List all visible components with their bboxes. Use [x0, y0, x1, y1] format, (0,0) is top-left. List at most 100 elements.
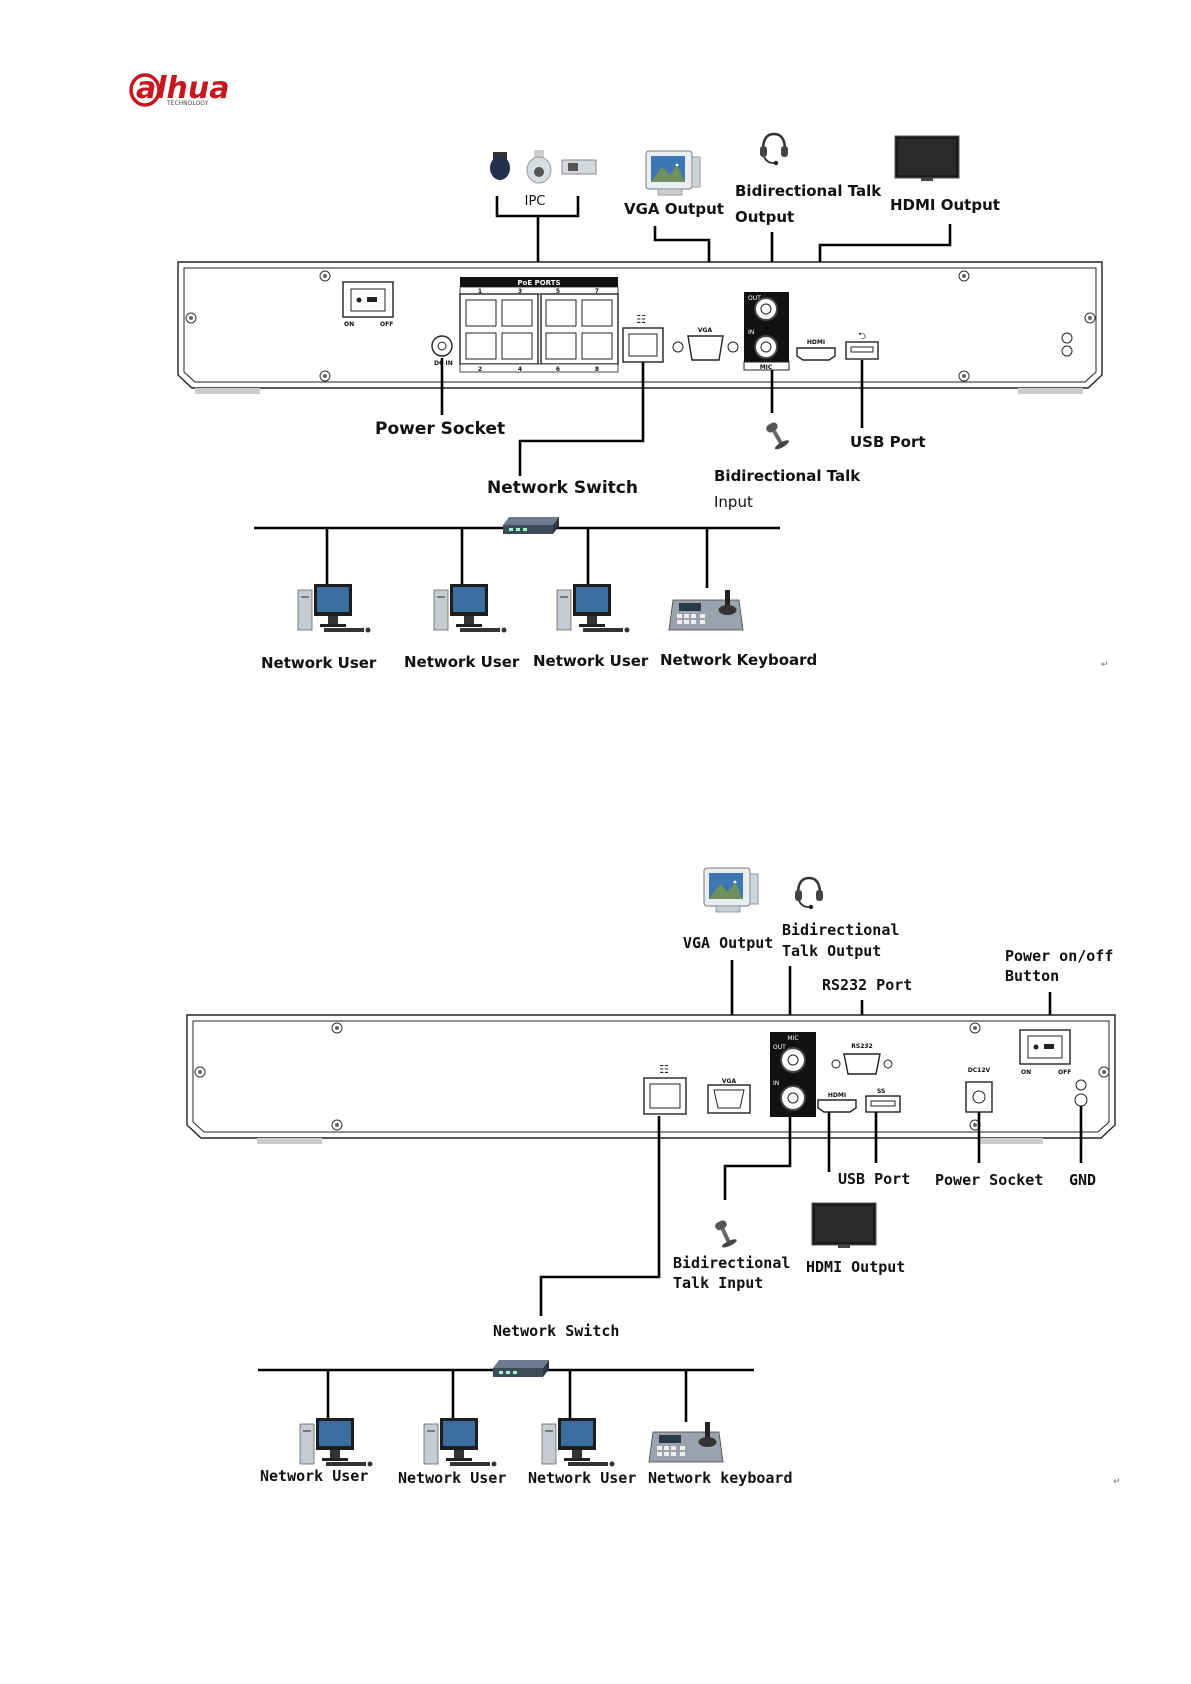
network-switch-label: Network Switch [487, 478, 638, 498]
ptz-camera-icon [526, 150, 552, 184]
vga-monitor-icon [645, 150, 701, 196]
dc12v-socket: DC12V [965, 1067, 993, 1113]
usb3-text: SS [877, 1088, 885, 1095]
audio-block: MIC OUT IN [770, 1032, 816, 1117]
port-num: 5 [556, 288, 560, 295]
port-num: 4 [518, 366, 522, 373]
ground-terminal [1061, 332, 1073, 357]
poe-ports-block: PoE PORTS 1 3 5 7 2 4 6 8 [459, 277, 619, 373]
ground-terminal [1074, 1079, 1088, 1107]
usb-port-label: USB Port [850, 433, 926, 451]
switch-on-text: ON [1021, 1069, 1031, 1076]
rs232-port: RS232 [831, 1043, 893, 1075]
microphone-icon [763, 420, 791, 451]
dome-camera-icon [490, 152, 510, 180]
vga-text: VGA [722, 1078, 737, 1085]
hdmi-tv-icon [894, 135, 960, 182]
ipc-cameras: IPC [490, 150, 597, 272]
in-text: IN [773, 1080, 779, 1087]
vga-output-label: VGA Output [683, 934, 773, 952]
svg-text:☷: ☷ [659, 1063, 669, 1076]
network-keyboard-icon [668, 589, 744, 631]
headset-icon [793, 876, 825, 911]
port-num: 1 [478, 288, 482, 295]
user-label: Network User [398, 1469, 506, 1487]
svg-text:⮌: ⮌ [858, 331, 866, 342]
switch-off-text: OFF [380, 321, 393, 328]
talk-output-label-line2: Output [735, 208, 794, 226]
hdmi-port: HDMI [796, 339, 836, 361]
diagram-1: IPC VGA Output Bidirectional Talk Output… [177, 132, 1109, 672]
vga-text: VGA [698, 327, 713, 334]
pc-icon [297, 583, 371, 633]
port-num: 6 [556, 366, 560, 373]
user-label: Network User [260, 1467, 368, 1485]
rs232-text: RS232 [851, 1043, 872, 1050]
vga-output-label: VGA Output [624, 200, 724, 218]
user-label: Network User [528, 1469, 636, 1487]
power-button-label-line1: Power on/off [1005, 947, 1113, 965]
dc12v-text: DC12V [968, 1067, 991, 1074]
switch-on-text: ON [344, 321, 354, 328]
keyboard-label: Network keyboard [648, 1469, 793, 1487]
power-button-label-line2: Button [1005, 967, 1059, 985]
port-num: 2 [478, 366, 482, 373]
talk-output-label-line1: Bidirectional [782, 921, 899, 939]
hdmi-output-label: HDMI Output [890, 196, 1000, 214]
user-label: Network User [261, 654, 377, 672]
talk-input-label-line2: Talk Input [673, 1274, 763, 1292]
usb-port: ⮌ [845, 331, 879, 360]
lan-port: ☷ [622, 313, 664, 363]
talk-output-label-line1: Bidirectional Talk [735, 182, 882, 200]
dc-in-text: DC IN [434, 360, 453, 367]
audio-block: OUT IN MIC [743, 292, 790, 371]
poe-ports-text: PoE PORTS [517, 279, 560, 287]
rs232-port-label: RS232 Port [822, 976, 912, 994]
usb3-port: SS [865, 1088, 901, 1113]
mic-text: MIC [760, 364, 773, 371]
network-switch-icon [503, 517, 559, 534]
network-switch-icon [493, 1360, 549, 1377]
user-label: Network User [404, 653, 520, 671]
pc-icon [541, 1417, 615, 1467]
microphone-icon [712, 1218, 738, 1250]
return-mark: ↵ [1101, 660, 1109, 670]
pc-icon [556, 583, 630, 633]
power-switch: ON OFF [1019, 1029, 1071, 1076]
hdmi-text: HDMI [807, 339, 825, 346]
nvr-back-panel-1: ON OFF DC IN PoE PORTS 1 3 5 7 [177, 261, 1103, 394]
talk-input-label-line1: Bidirectional [673, 1254, 790, 1272]
nvr-back-panel-2: ☷ VGA MIC OUT IN RS232 [186, 1014, 1116, 1144]
bullet-camera-icon [561, 159, 597, 175]
logo-tagline: TECHNOLOGY [166, 100, 209, 107]
logo-wordmark: alhua [136, 71, 230, 106]
pc-icon [299, 1417, 373, 1467]
talk-input-connector [723, 1116, 792, 1200]
hdmi-port: HDMI [817, 1092, 857, 1113]
lan-port: ☷ [643, 1063, 687, 1115]
svg-text:☷: ☷ [636, 313, 646, 326]
diagram-2: VGA Output Bidirectional Talk Output RS2… [186, 867, 1121, 1487]
mic-text: MIC [787, 1035, 798, 1042]
keyboard-label: Network Keyboard [660, 651, 817, 669]
network-switch-label: Network Switch [493, 1322, 619, 1340]
dc-in-socket: DC IN [431, 335, 453, 367]
port-num: 7 [595, 288, 599, 295]
talk-input-label-line2: Input [714, 493, 753, 511]
hdmi-output-label: HDMI Output [806, 1258, 905, 1276]
talk-input-label-line1: Bidirectional Talk [714, 467, 861, 485]
pc-icon [423, 1417, 497, 1467]
port-num: 8 [595, 366, 599, 373]
port-num: 3 [518, 288, 522, 295]
vga-port: VGA [707, 1078, 751, 1114]
gnd-label: GND [1069, 1171, 1096, 1189]
usb-port-label: USB Port [838, 1170, 910, 1188]
user-label: Network User [533, 652, 649, 670]
power-socket-label: Power Socket [375, 419, 505, 439]
network-switch-connector [518, 362, 645, 476]
ipc-label: IPC [525, 194, 546, 209]
out-text: OUT [773, 1044, 786, 1051]
vga-monitor-icon [703, 867, 759, 913]
out-text: OUT [748, 295, 761, 302]
